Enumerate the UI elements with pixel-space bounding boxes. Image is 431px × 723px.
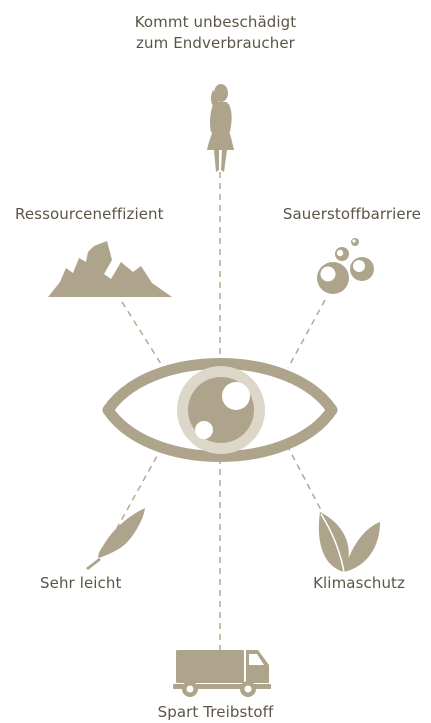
label-saves-fuel: Spart Treibstoff <box>157 703 274 721</box>
feather-icon <box>86 508 145 570</box>
leaves-icon <box>318 512 380 573</box>
label-climate-protection: Klimaschutz <box>313 574 405 592</box>
connector-lower-left <box>116 446 163 529</box>
connector-upper-left <box>121 301 169 376</box>
label-undamaged-delivery: Kommt unbeschädigt zum Endverbraucher <box>0 12 431 54</box>
label-very-light: Sehr leicht <box>40 574 122 592</box>
eye-highlight-small <box>195 421 213 439</box>
connector-upper-right <box>287 299 326 369</box>
connector-lines <box>116 172 326 650</box>
woman-silhouette-icon <box>207 84 234 172</box>
label-resource-efficient: Ressourceneffizient <box>15 205 164 223</box>
bubbles-icon <box>317 238 374 294</box>
connector-lower-right <box>286 444 323 513</box>
truck-icon <box>173 650 271 697</box>
label-undamaged-line-2: zum Endverbraucher <box>136 34 295 52</box>
eye-icon <box>102 358 338 462</box>
label-oxygen-barrier: Sauerstoffbarriere <box>282 205 421 223</box>
label-undamaged-line-1: Kommt unbeschädigt <box>134 13 297 31</box>
rocks-icon <box>48 241 172 297</box>
eye-highlight-large <box>222 382 250 410</box>
